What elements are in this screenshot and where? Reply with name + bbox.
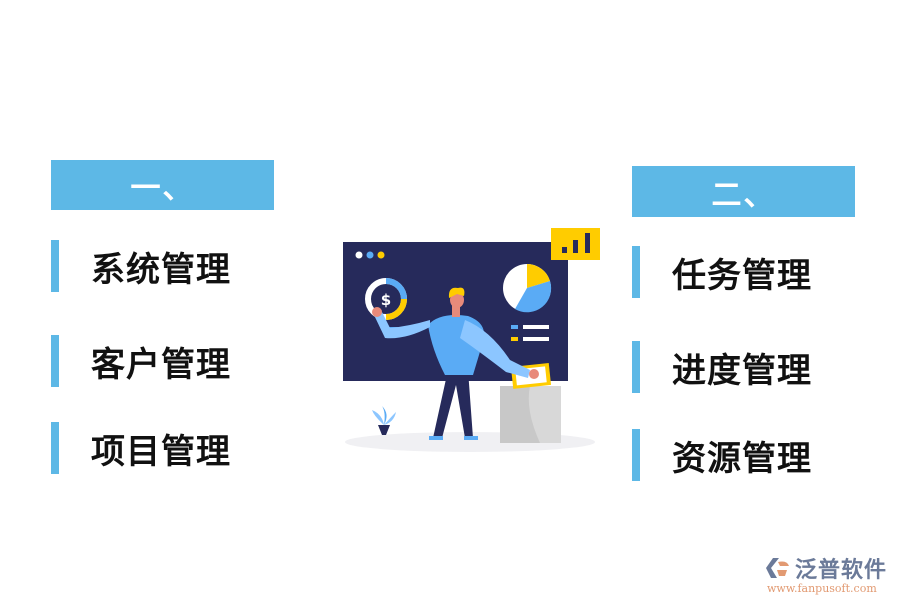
item-label: 资源管理 [672, 438, 812, 479]
right-section-header: 二、 [632, 166, 855, 217]
dashboard-illustration: $ [343, 228, 600, 452]
window-dot-yellow [377, 251, 385, 259]
company-logo[interactable]: 泛普软件 www.fanpusoft.com [765, 552, 887, 595]
list-item-resource-management: 资源管理 [632, 429, 812, 481]
svg-text:$: $ [381, 291, 391, 309]
item-label: 项目管理 [91, 431, 231, 472]
accent-bar [632, 246, 640, 298]
logo-name: 泛普软件 [795, 558, 888, 583]
accent-bar [51, 335, 59, 387]
logo-icon [766, 558, 789, 578]
right-header-text: 二、 [711, 177, 776, 213]
list-item-progress-management: 进度管理 [632, 341, 812, 393]
pie-chart-icon [503, 263, 552, 313]
item-label: 客户管理 [91, 344, 231, 385]
item-label: 进度管理 [672, 350, 812, 391]
window-dot-white [355, 251, 363, 259]
person-figure [372, 287, 539, 440]
list-item-customer-management: 客户管理 [51, 335, 231, 387]
accent-bar [632, 341, 640, 393]
item-label: 系统管理 [91, 249, 231, 290]
left-header-text: 一、 [130, 171, 195, 206]
accent-bar [632, 429, 640, 481]
plant-icon [372, 406, 396, 435]
window-dot-blue [366, 251, 374, 259]
accent-bar [51, 422, 59, 474]
dollar-donut-icon: $ [365, 278, 407, 320]
left-section-header: 一、 [51, 160, 274, 210]
list-item-task-management: 任务管理 [632, 246, 812, 298]
accent-bar [51, 240, 59, 292]
list-item-project-management: 项目管理 [51, 422, 231, 474]
logo-url[interactable]: www.fanpusoft.com [767, 582, 877, 595]
list-item-system-management: 系统管理 [51, 240, 231, 292]
item-label: 任务管理 [672, 255, 812, 296]
